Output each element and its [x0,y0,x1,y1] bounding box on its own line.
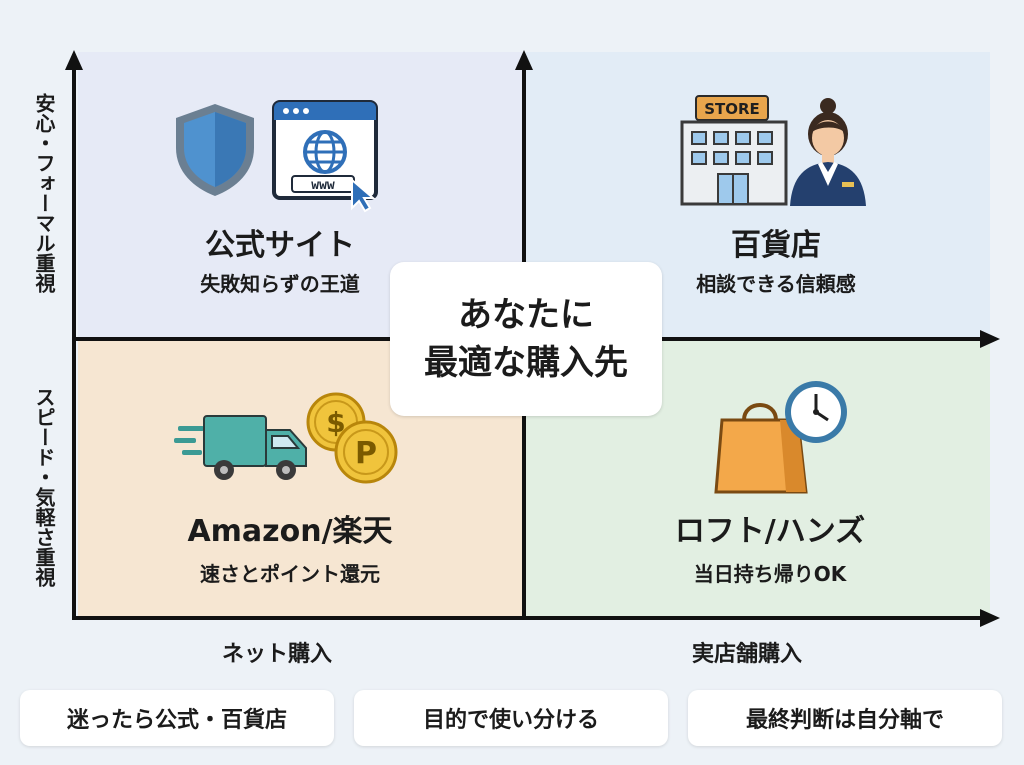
y-axis-label-top: 安心・フォーマル重視 [32,93,56,293]
quadrant-top-left-subtitle: 失敗知らずの王道 [200,272,360,296]
quadrant-bottom-right-subtitle: 当日持ち帰りOK [693,562,847,586]
quadrant-top-right-title: 百貨店 [731,228,821,263]
www-label: www [311,178,335,193]
shield-icon [176,104,254,196]
quadrant-top-right-subtitle: 相談できる信頼感 [696,272,856,296]
y-axis-label-bottom: スピード・気軽さ重視 [32,387,56,587]
coins-icon: $ P [306,392,398,484]
footer-tip-1: 迷ったら公式・百貨店 [20,690,334,746]
quadrant-bottom-left-title: Amazon/楽天 [187,514,393,549]
quadrant-bottom-left-subtitle: 速さとポイント還元 [200,562,380,586]
staff-person-icon [790,98,866,206]
point-symbol: P [355,436,377,471]
axis-left-arrow-up [65,50,83,70]
browser-window-icon: www [272,100,378,213]
store-building-icon: STORE [680,95,788,206]
store-sign-text: STORE [704,100,760,118]
center-title-box: あなたに 最適な購入先 [390,262,662,416]
axis-bottom-horizontal [74,616,984,620]
delivery-truck-icon [174,415,307,480]
axis-bottom-arrow-right [980,609,1000,627]
x-axis-label-left: ネット購入 [222,642,333,667]
quadrant-bottom-right-title: ロフト/ハンズ [674,514,866,549]
axis-center-arrow-up [515,50,533,70]
center-title-line1: あなたに [458,295,594,335]
footer-tip-3: 最終判断は自分軸で [688,690,1002,746]
footer-tip-2: 目的で使い分ける [354,690,668,746]
axis-left-vertical [72,68,76,620]
x-axis-label-right: 実店舗購入 [692,642,803,667]
clock-icon [785,381,847,443]
dollar-symbol: $ [326,406,345,439]
axis-center-arrow-right [980,330,1000,348]
center-title-line2: 最適な購入先 [424,343,628,383]
quadrant-top-left-title: 公式サイト [205,228,355,263]
